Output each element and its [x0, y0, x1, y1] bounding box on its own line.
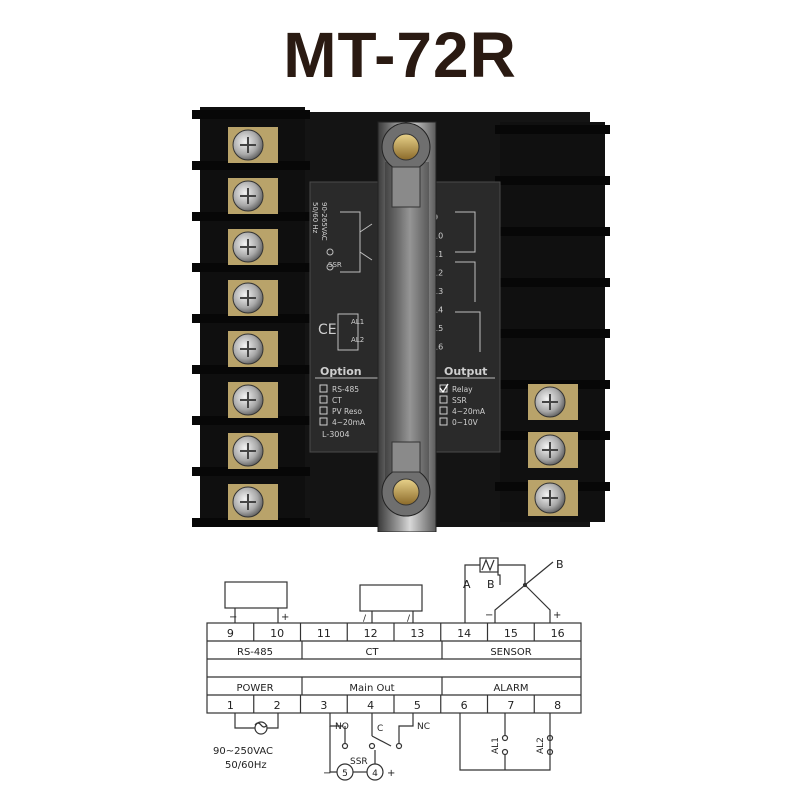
- output-heading: Output: [444, 365, 487, 378]
- bottom-terminal-number: 8: [554, 699, 561, 712]
- bracket-bottom-screw: [392, 478, 420, 506]
- bottom-terminal-number: 7: [507, 699, 514, 712]
- power-voltage: 90~250VAC: [213, 746, 273, 757]
- alarm-al2: AL2: [536, 737, 546, 754]
- terminal-rib: [192, 212, 310, 221]
- option-checkbox: [319, 417, 328, 426]
- bottom-terminal-number: 1: [227, 699, 234, 712]
- model-code: L-3004: [322, 430, 350, 439]
- ssr-label: SSR: [350, 757, 368, 767]
- group-rs485: RS-485: [237, 647, 273, 658]
- top-terminal-number: 16: [551, 627, 565, 640]
- top-terminal-number: 9: [227, 627, 234, 640]
- ssr-terminal-4: 4: [372, 769, 378, 779]
- output-item: Relay: [452, 385, 473, 394]
- option-checkbox: [319, 406, 328, 415]
- sensor-plus: +: [553, 610, 561, 621]
- product-title: MT-72R: [283, 19, 517, 91]
- option-item: PV Reso: [332, 407, 362, 416]
- group-ct: CT: [365, 647, 379, 658]
- ssr-label: SSR: [328, 261, 342, 269]
- sensor-b2: B: [556, 558, 564, 571]
- relay-c: C: [377, 724, 383, 734]
- terminal-rib: [192, 110, 310, 119]
- group-sensor: SENSOR: [490, 647, 531, 658]
- bottom-terminal-number: 5: [414, 699, 421, 712]
- power-frequency: 50/60Hz: [225, 760, 267, 771]
- output-checkbox: [439, 395, 448, 404]
- ssr-plus: +: [387, 768, 395, 779]
- sensor-b1: B: [487, 578, 495, 591]
- option-item: 4~20mA: [332, 418, 366, 427]
- panel-terminal-number: 12: [433, 269, 443, 278]
- top-terminal-number: 15: [504, 627, 518, 640]
- supply-label-2: 50/60 Hz: [311, 202, 319, 234]
- panel-terminal-number: 16: [433, 343, 443, 352]
- panel-terminal-number: 13: [433, 287, 443, 296]
- bottom-terminal-number: 3: [320, 699, 327, 712]
- terminal-rib: [192, 467, 310, 476]
- bottom-terminal-number: 2: [274, 699, 281, 712]
- top-terminal-number: 10: [270, 627, 284, 640]
- ssr-terminal-5: 5: [342, 769, 348, 779]
- ce-mark: CE: [318, 322, 337, 338]
- option-checkbox: [319, 395, 328, 404]
- controller-photo: 90-265VAC 50/60 Hz SSR CE AL1 AL2 Option…: [192, 107, 610, 532]
- option-checkbox: [319, 384, 328, 393]
- top-terminal-number: 13: [410, 627, 424, 640]
- checkmark-icon: [439, 383, 449, 394]
- panel-terminal-number: 10: [433, 232, 443, 241]
- panel-terminal-number: 15: [433, 324, 443, 333]
- sensor-a: A: [463, 578, 471, 591]
- rs485-plus: +: [281, 612, 289, 623]
- top-terminal-number: 11: [317, 627, 331, 640]
- group-power: POWER: [236, 683, 273, 694]
- panel-terminal-number: 14: [433, 306, 443, 315]
- output-item: SSR: [452, 396, 467, 405]
- terminal-rib: [495, 176, 610, 185]
- relay-no: NO: [335, 722, 349, 732]
- terminal-rib: [495, 227, 610, 236]
- ct-mark-2: /: [407, 614, 411, 624]
- relay-nc: NC: [417, 722, 430, 732]
- top-terminal-number: 12: [364, 627, 378, 640]
- terminal-rib: [192, 161, 310, 170]
- terminal-rib: [192, 263, 310, 272]
- sensor-minus: −: [485, 610, 493, 621]
- ssr-minus: −: [323, 768, 331, 779]
- terminal-rib: [192, 314, 310, 323]
- top-terminal-number: 14: [457, 627, 471, 640]
- terminal-rib: [495, 125, 610, 134]
- option-item: RS-485: [332, 385, 359, 394]
- terminal-rib: [495, 278, 610, 287]
- output-item: 0~10V: [452, 418, 479, 427]
- output-item: 4~20mA: [452, 407, 486, 416]
- output-checkbox: [439, 417, 448, 426]
- terminal-rib: [495, 329, 610, 338]
- terminal-rib: [192, 365, 310, 374]
- alarm-al1: AL1: [491, 737, 501, 754]
- option-heading: Option: [320, 365, 362, 378]
- rs485-minus: −: [229, 612, 237, 623]
- terminal-rib: [192, 518, 310, 527]
- group-alarm: ALARM: [493, 683, 528, 694]
- group-main-out: Main Out: [349, 683, 394, 694]
- option-item: CT: [332, 396, 342, 405]
- output-checkbox: [439, 406, 448, 415]
- bracket-top-screw: [392, 133, 420, 161]
- supply-label-1: 90-265VAC: [320, 202, 328, 241]
- terminal-rib: [192, 416, 310, 425]
- bottom-terminal-number: 6: [461, 699, 468, 712]
- panel-terminal-number: 11: [433, 250, 443, 259]
- bottom-terminal-number: 4: [367, 699, 374, 712]
- ct-mark-1: /: [363, 614, 367, 624]
